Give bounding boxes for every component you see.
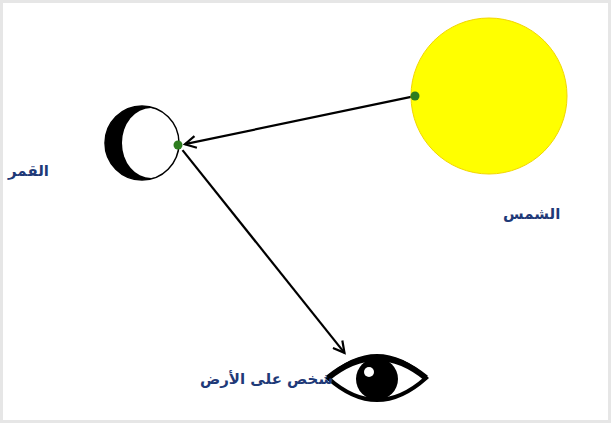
sun-node: الشمس — [405, 16, 571, 230]
sun-label: الشمس — [503, 204, 560, 224]
moon-crescent — [102, 103, 182, 183]
eye-node: شخص على الأرض — [200, 345, 432, 413]
observer-label: شخص على الأرض — [200, 369, 333, 389]
eye-symbol — [325, 348, 429, 408]
moon-label: القمر — [8, 161, 49, 181]
moon-node: القمر — [8, 103, 184, 187]
light-ray-arrow — [182, 150, 344, 353]
light-ray-arrow — [185, 97, 411, 144]
sun-disc — [409, 16, 569, 176]
